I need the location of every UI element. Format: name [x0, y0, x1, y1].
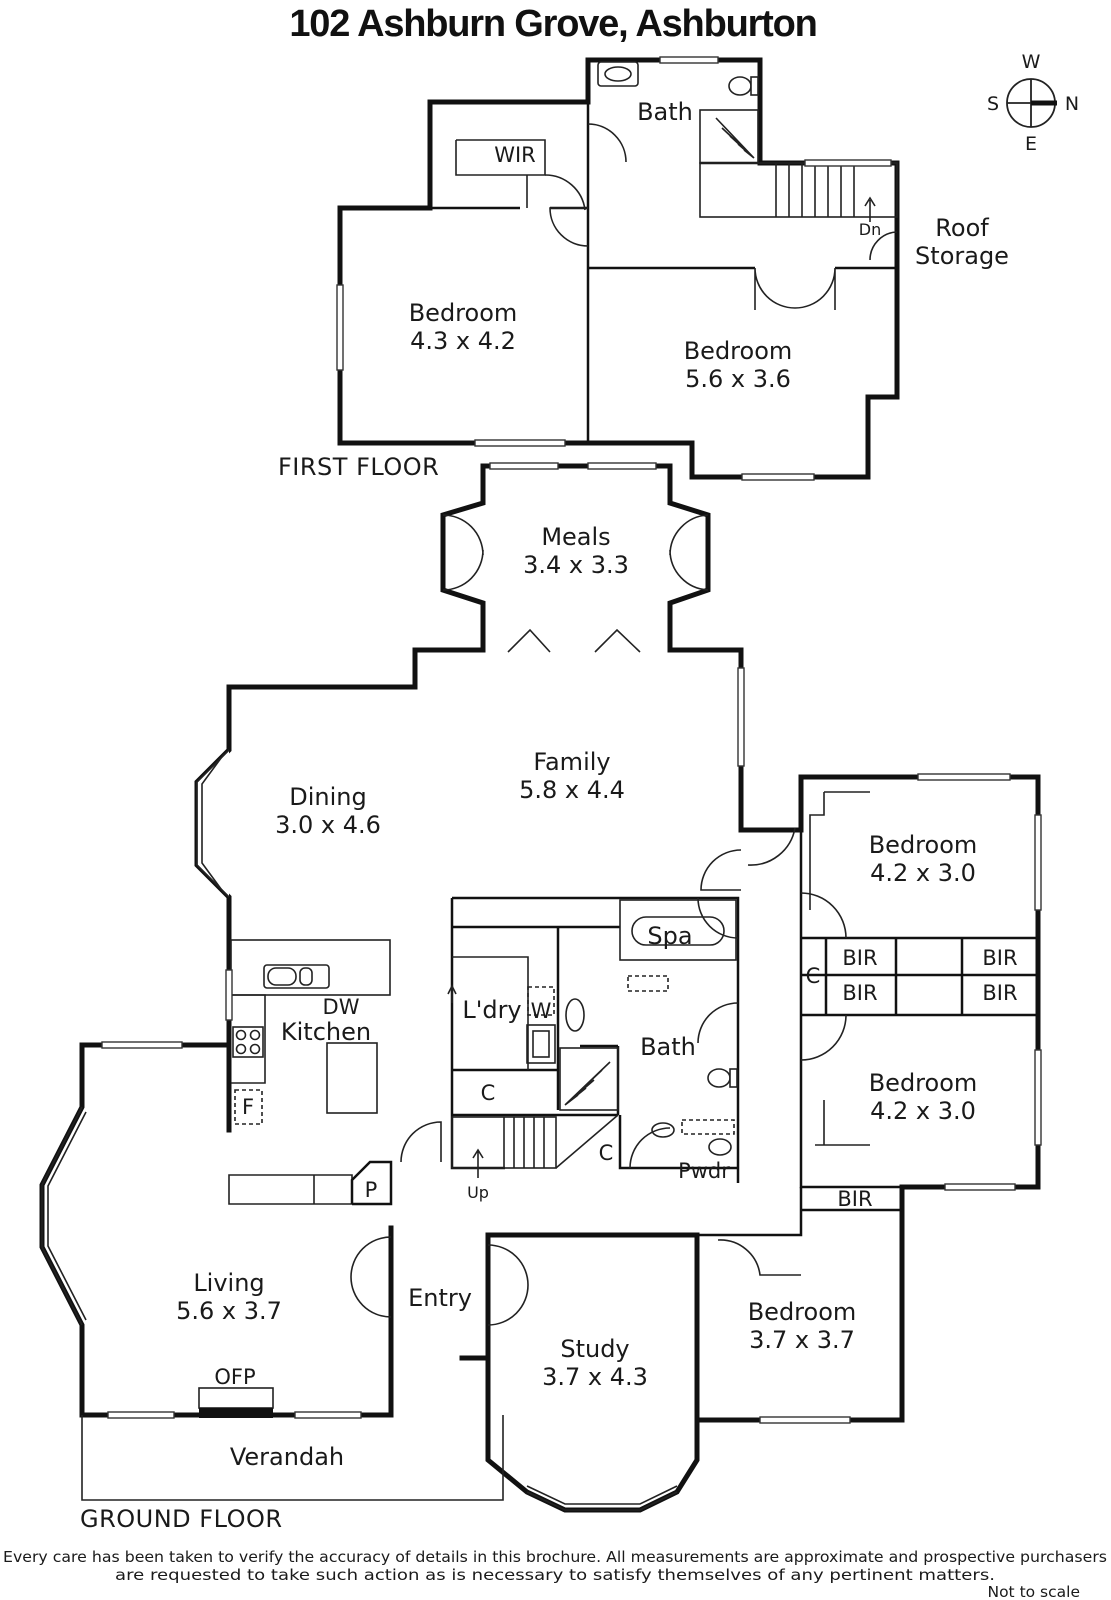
compass-west: W	[1022, 51, 1041, 73]
washer-label: W	[531, 999, 552, 1023]
first-floor-label: FIRST FLOOR	[278, 453, 439, 481]
fridge-space	[234, 1089, 263, 1125]
meals-name: Meals	[541, 523, 610, 551]
laundry-cupboard-label: C	[481, 1081, 496, 1105]
bir-1-label: BIR	[842, 946, 877, 970]
toilet-icon	[728, 76, 752, 96]
bir-2-label: BIR	[982, 946, 1017, 970]
bedroom-1-size: 4.2 x 3.0	[870, 859, 976, 887]
first-floor-bath-label: Bath	[637, 98, 693, 126]
first-floor-bedroom-east-name: Bedroom	[684, 337, 793, 365]
laundry-label: L'dry	[462, 996, 521, 1024]
kitchen-island	[326, 1042, 378, 1114]
compass-east: E	[1025, 133, 1037, 155]
stair-up-arrow-icon	[472, 1148, 484, 1178]
dishwasher-label: DW	[323, 995, 360, 1019]
stair-down-arrow-icon	[864, 196, 876, 222]
study-name: Study	[560, 1335, 629, 1363]
study-size: 3.7 x 4.3	[542, 1363, 648, 1391]
first-floor-bedroom-west-name: Bedroom	[409, 299, 518, 327]
powder-basin-icon	[651, 1122, 675, 1138]
meals-size: 3.4 x 3.3	[523, 551, 629, 579]
cooktop-icon	[232, 1026, 264, 1058]
ground-bath-label: Bath	[640, 1033, 696, 1061]
scale-note: Not to scale	[987, 1583, 1080, 1600]
laundry-arrow-icon	[447, 984, 457, 1003]
first-floor-bedroom-east-size: 5.6 x 3.6	[685, 365, 791, 393]
spa-label: Spa	[647, 922, 692, 950]
bir-3-label: BIR	[842, 981, 877, 1005]
family-size: 5.8 x 4.4	[519, 776, 625, 804]
bir-5-label: BIR	[837, 1187, 872, 1211]
compass-south: S	[987, 93, 999, 115]
dining-name: Dining	[289, 783, 366, 811]
kitchen-bench	[230, 939, 391, 996]
bedroom-2-name: Bedroom	[869, 1069, 978, 1097]
shower-icon-ground	[559, 1047, 619, 1111]
property-address-title: 102 Ashburn Grove, Ashburton	[289, 3, 816, 45]
kitchen-label: Kitchen	[281, 1018, 371, 1046]
ground-floor-plan: Meals 3.4 x 3.3 Family 5.8 x 4.4 Dining …	[39, 462, 1042, 1513]
bir-4-label: BIR	[982, 981, 1017, 1005]
bedroom-2-size: 4.2 x 3.0	[870, 1097, 976, 1125]
understair-cupboard-label: C	[599, 1141, 614, 1165]
dining-size: 3.0 x 4.6	[275, 811, 381, 839]
disclaimer-line-2: are requested to take such action as is …	[115, 1566, 995, 1584]
stairs-up-label: Up	[467, 1183, 489, 1202]
pantry-label: P	[365, 1178, 378, 1202]
verandah-label: Verandah	[230, 1443, 344, 1471]
fridge-label: F	[242, 1095, 254, 1119]
basin-icon	[565, 998, 585, 1032]
disclaimer-line-1: Every care has been taken to verify the …	[3, 1548, 1107, 1566]
first-floor-plan: Bath WIR Dn Roof Storage Bedroom 4.3 x 4…	[336, 56, 1009, 481]
toilet-icon-bath	[707, 1068, 731, 1088]
roof-storage-label-2: Storage	[915, 242, 1009, 270]
compass-north: N	[1065, 93, 1079, 115]
toilet-icon-powder	[708, 1138, 732, 1156]
living-size: 5.6 x 3.7	[176, 1297, 282, 1325]
stairs-down-label: Dn	[859, 220, 881, 239]
first-floor-bedroom-west-size: 4.3 x 4.2	[410, 327, 516, 355]
ground-floor-label: GROUND FLOOR	[80, 1505, 283, 1533]
open-fireplace-label: OFP	[214, 1365, 255, 1389]
entry-label: Entry	[408, 1284, 472, 1312]
powder-label: Pwdr	[678, 1159, 730, 1183]
bedroom-3-name: Bedroom	[748, 1298, 857, 1326]
family-name: Family	[533, 748, 610, 776]
roof-storage-label-1: Roof	[935, 214, 989, 242]
shower-icon	[699, 109, 759, 164]
fireplace-icon	[198, 1387, 274, 1409]
living-name: Living	[193, 1269, 264, 1297]
bedroom-3-size: 3.7 x 3.7	[749, 1326, 855, 1354]
hall-cupboard-label: C	[806, 964, 821, 988]
wir-label: WIR	[494, 143, 536, 167]
bedroom-1-name: Bedroom	[869, 831, 978, 859]
compass-icon: W S N E	[987, 51, 1079, 155]
